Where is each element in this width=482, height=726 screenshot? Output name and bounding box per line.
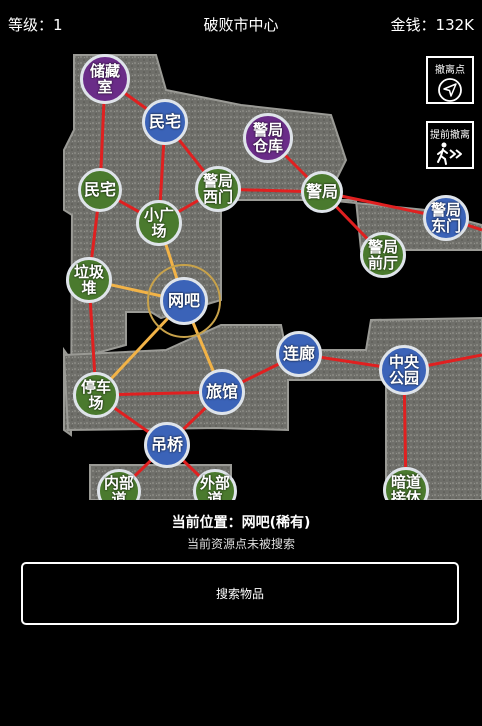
early-evac-button[interactable]: 提前撤离: [426, 121, 474, 169]
map-node-hotel[interactable]: 旅馆: [199, 369, 245, 415]
running-exit-icon: [437, 142, 462, 165]
search-items-button[interactable]: 搜索物品: [21, 562, 459, 625]
search-status-text: 当前资源点未被搜索: [186, 537, 295, 551]
map-node-dark_passage[interactable]: 暗道 接体: [383, 467, 429, 500]
compass-icon: [438, 78, 462, 102]
map-node-police_front[interactable]: 警局 前厅: [360, 232, 406, 278]
evac-point-label: 撤离点: [435, 65, 465, 76]
map-node-garbage[interactable]: 垃圾 堆: [66, 257, 112, 303]
map-view: 储藏 室民宅警局 仓库民宅小广 场警局 西门警局警局 东门警局 前厅垃圾 堆网吧…: [56, 50, 482, 500]
map-node-police_store[interactable]: 警局 仓库: [243, 113, 293, 163]
current-location-ring: [147, 264, 221, 338]
map-node-police_west[interactable]: 警局 西门: [195, 166, 241, 212]
map-node-police[interactable]: 警局: [301, 171, 343, 213]
map-node-netcafe[interactable]: 网吧: [160, 277, 208, 325]
map-node-inner[interactable]: 内部 道: [97, 469, 141, 500]
map-node-small_square[interactable]: 小广 场: [136, 200, 182, 246]
money-display: 金钱：132K: [390, 16, 474, 34]
map-node-outer[interactable]: 外部 道: [193, 469, 237, 500]
map-node-house1[interactable]: 民宅: [142, 99, 188, 145]
area-title: 破败市中心: [203, 16, 279, 34]
evac-point-button[interactable]: 撤离点: [426, 56, 474, 104]
top-bar: 等级：1 破败市中心 金钱：132K: [0, 0, 482, 50]
map-node-corridor[interactable]: 连廊: [276, 331, 322, 377]
current-location-text: 当前位置：网吧(稀有): [171, 515, 311, 531]
map-node-storage[interactable]: 储藏 室: [80, 54, 130, 104]
map-node-police_east[interactable]: 警局 东门: [423, 195, 469, 241]
map-node-bridge[interactable]: 吊桥: [144, 422, 190, 468]
map-node-central_park[interactable]: 中央 公园: [379, 345, 429, 395]
player-level: 等级：1: [8, 16, 63, 34]
map-node-house2[interactable]: 民宅: [78, 168, 122, 212]
early-evac-label: 提前撤离: [430, 130, 470, 141]
map-node-parking[interactable]: 停车 场: [73, 372, 119, 418]
